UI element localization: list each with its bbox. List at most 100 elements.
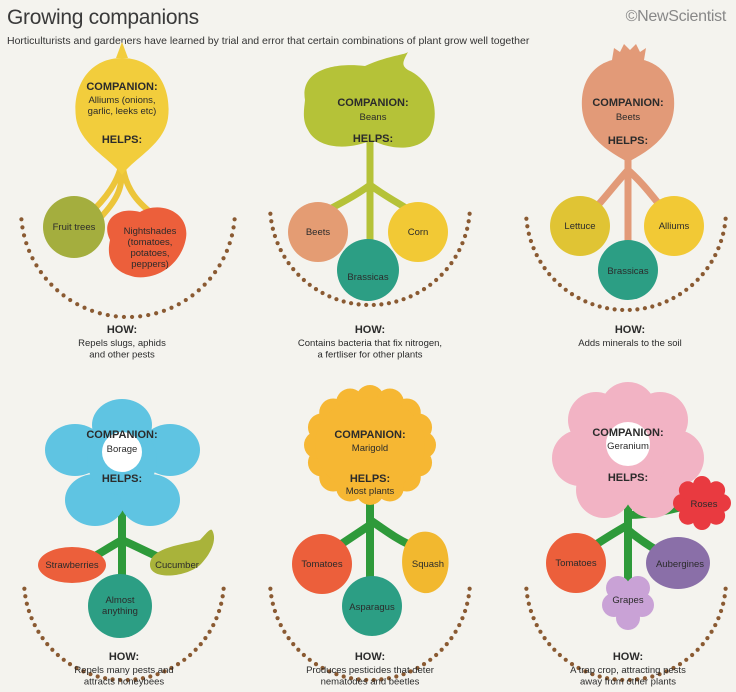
soil-dot [272, 233, 278, 239]
soil-dot [576, 665, 581, 671]
soil-dot [61, 657, 66, 662]
soil-dot [275, 616, 280, 621]
soil-dot [542, 635, 547, 641]
soil-dot [211, 622, 216, 628]
soil-dot [45, 642, 50, 647]
soil-dot [26, 608, 32, 614]
soil-dot [718, 238, 724, 244]
soil-dot [313, 662, 319, 667]
soil-dot [721, 601, 726, 606]
soil-dot [286, 635, 291, 641]
helps-item-text: Fruit trees [53, 222, 96, 233]
how-label: HOW: [613, 651, 643, 663]
soil-dot [182, 657, 187, 662]
soil-dot [408, 669, 413, 674]
beet-root [581, 58, 675, 162]
soil-dot [155, 672, 160, 677]
soil-dot [162, 669, 167, 674]
helps-label: HELPS: [353, 133, 393, 145]
soil-dot [356, 677, 361, 682]
soil-dot [467, 211, 472, 216]
soil-dot [282, 254, 287, 259]
soil-dot [612, 677, 617, 682]
soil-dot [379, 302, 384, 307]
soil-dot [709, 259, 714, 264]
helps-circle-lettuce [550, 196, 610, 256]
soil-dot [705, 265, 710, 271]
soil-dot [657, 672, 662, 677]
companion-name: Alliums (onions,garlic, leeks etc) [88, 95, 157, 117]
companion-name: Geranium [607, 441, 649, 452]
soil-dot [569, 662, 575, 667]
soil-dot [460, 241, 465, 246]
soil-dot [50, 647, 55, 652]
soil-dot [635, 677, 640, 682]
helps-item-text: Roses [691, 499, 718, 510]
soil-dot [217, 263, 222, 268]
soil-dot [175, 662, 181, 667]
soil-dot [718, 608, 724, 614]
helps-circle-fruit-trees [43, 196, 105, 258]
soil-dot [97, 311, 102, 316]
soil-dot [434, 652, 439, 658]
soil-dot [705, 635, 710, 641]
soil-dot [38, 270, 44, 275]
soil-dot [118, 677, 123, 683]
soil-dot [722, 594, 727, 599]
brand-logo: ©NewScientist [625, 8, 727, 25]
helps-circle-beets [288, 202, 348, 262]
soil-dot [224, 248, 230, 253]
soil-dot [604, 306, 610, 311]
soil-dot [30, 256, 35, 261]
onion-tip [116, 42, 128, 58]
helps-item-text: Lettuce [564, 221, 595, 232]
soil-dot [547, 642, 552, 647]
helps-extra: Most plants [346, 486, 395, 497]
soil-dot [29, 616, 34, 621]
soil-dot [320, 290, 325, 296]
soil-dot [462, 233, 468, 239]
soil-dot [371, 677, 376, 683]
soil-dot [105, 312, 110, 318]
soil-dot [208, 276, 213, 281]
soil-dot [334, 297, 339, 302]
soil-dot [169, 665, 174, 671]
soil-dot [552, 647, 557, 652]
soil-dot [68, 297, 73, 303]
soil-dot [221, 256, 226, 261]
soil-dot [61, 293, 66, 298]
soil-dot [526, 231, 531, 236]
bean-pod [303, 52, 435, 148]
soil-dot [401, 297, 406, 302]
soil-dot [547, 272, 552, 277]
soil-dot [67, 662, 73, 667]
soil-dot [221, 586, 226, 591]
soil-dot [320, 665, 325, 671]
soil-dot [296, 272, 301, 277]
soil-dot [231, 225, 236, 230]
soil-dot [695, 277, 700, 282]
soil-dot [371, 302, 376, 308]
soil-dot [307, 282, 312, 287]
soil-dot [612, 307, 617, 312]
soil-dot [95, 674, 100, 679]
soil-dot [467, 586, 472, 591]
soil-dot [23, 594, 28, 599]
helps-circle-almost-anything [88, 574, 152, 638]
companion-label: COMPANION: [337, 97, 408, 109]
companion-name: Marigold [352, 443, 388, 454]
soil-dot [138, 314, 143, 319]
helps-item-text: Aubergines [656, 559, 704, 570]
helps-label: HELPS: [102, 134, 142, 146]
soil-dot [146, 312, 151, 318]
soil-dot [597, 674, 602, 679]
soil-dot [291, 267, 296, 272]
panel-borage: COMPANION:BorageHELPS:StrawberriesAlmost… [22, 399, 226, 688]
soil-dot [557, 282, 562, 288]
soil-dot [542, 265, 547, 271]
soil-dot [721, 231, 726, 236]
